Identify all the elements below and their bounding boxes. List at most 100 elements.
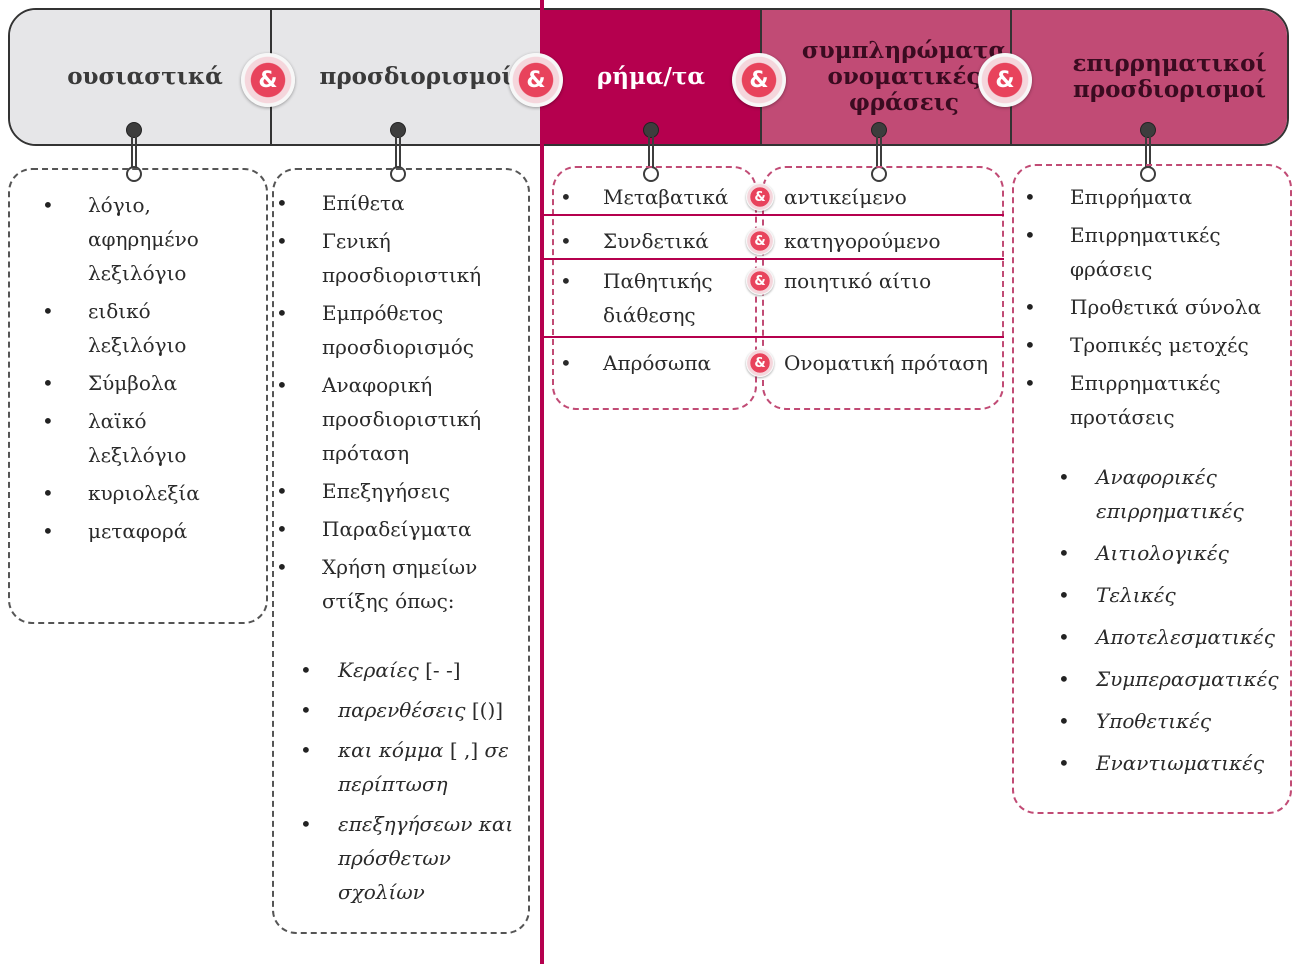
row-divider	[543, 336, 1004, 338]
list-item: Αιτιολογικές	[1058, 536, 1286, 570]
list-item-text: φράσεις	[1070, 257, 1153, 281]
list-item-text: λεξιλόγιο	[88, 443, 187, 467]
list-item-text: Επιρρηματικές	[1070, 371, 1221, 395]
list-item-text: προσδιοριστική	[322, 407, 482, 431]
nouns-box	[8, 168, 268, 624]
bullet: •	[560, 229, 572, 253]
list-item: Εμπρόθετος προσδιορισμός	[276, 296, 522, 364]
list-item-text: αφηρημένο	[88, 227, 199, 251]
list-item: Σύμβολα	[42, 366, 258, 400]
adverbials-list: ΕπιρρήματαΕπιρρηματικές φράσειςΠροθετικά …	[1024, 180, 1280, 438]
list-item-text: προσδιοριστική	[322, 263, 482, 287]
list-item-text: Χρήση σημείων	[322, 555, 478, 579]
ampersand-icon: &	[978, 53, 1032, 107]
list-item-text: στίξης όπως:	[322, 589, 455, 613]
header-verbs: ρήμα/τα	[542, 10, 760, 144]
connector-stem	[876, 136, 882, 172]
list-item-text: Κεραίες	[338, 658, 419, 682]
connector-dot	[126, 122, 142, 138]
list-item-text: λαϊκό	[88, 409, 147, 433]
list-item-text: πρόταση	[322, 441, 410, 465]
list-item-text: Σύμβολα	[88, 371, 178, 395]
verb-type-text: Παθητικής	[603, 269, 713, 293]
list-item: Αποτελεσματικές	[1058, 620, 1286, 654]
verb-type-label: Απρόσωπα	[603, 346, 711, 380]
header-adverbials: επιρρηματικοί προσδιορισμοί	[1010, 10, 1287, 144]
list-item: Επιρρήματα	[1024, 180, 1280, 214]
verb-type-text: Απρόσωπα	[603, 351, 711, 375]
list-item: παρενθέσεις [()]	[300, 693, 528, 727]
list-item-text: ειδικό	[88, 299, 151, 323]
header-nouns: ουσιαστικά	[10, 10, 270, 144]
verb-type-label: Μεταβατικά	[603, 180, 728, 214]
list-item-text: προσδιορισμός	[322, 335, 475, 359]
list-item-text: και κόμμα	[338, 738, 444, 762]
header-label: επιρρηματικοί	[1072, 50, 1267, 77]
complement-label: κατηγορούμενο	[784, 229, 941, 253]
connector-dot	[390, 122, 406, 138]
list-item-text: [()]	[465, 698, 504, 722]
ampersand-icon: &	[732, 53, 786, 107]
ampersand-icon: &	[509, 53, 563, 107]
ampersand-icon: &	[746, 183, 774, 211]
list-item: Εναντιωματικές	[1058, 746, 1286, 780]
complement-label: Ονοματική πρόταση	[784, 351, 988, 375]
modifiers-box	[272, 168, 530, 934]
bullet: •	[560, 351, 572, 375]
list-item-text: λεξιλόγιο	[88, 333, 187, 357]
list-item: Επιρρηματικές προτάσεις	[1024, 366, 1280, 434]
list-item: λαϊκό λεξιλόγιο	[42, 404, 258, 472]
header-label: ρήμα/τα	[596, 63, 706, 90]
list-item: Υποθετικές	[1058, 704, 1286, 738]
complement-label: αντικείμενο	[784, 185, 907, 209]
list-item: ειδικό λεξιλόγιο	[42, 294, 258, 362]
list-item-text: κυριολεξία	[88, 481, 200, 505]
list-item: λόγιο, αφηρημένο λεξιλόγιο	[42, 188, 258, 290]
list-item-text: Επίθετα	[322, 191, 405, 215]
list-item-text: Επιρρήματα	[1070, 185, 1193, 209]
connector-dot	[643, 122, 659, 138]
connector-stem	[131, 136, 137, 172]
list-item-text: Προθετικά σύνολα	[1070, 295, 1262, 319]
list-item: Προθετικά σύνολα	[1024, 290, 1280, 324]
ampersand-icon: &	[746, 227, 774, 255]
list-item-text: λεξιλόγιο	[88, 261, 187, 285]
list-item-text: μεταφορά	[88, 519, 188, 543]
list-item: Συμπερασματικές	[1058, 662, 1286, 696]
list-item-text: επεξηγήσεων και πρόσθετων σχολίων	[338, 812, 514, 904]
header-label: συμπληρώματα	[801, 37, 1007, 64]
connector-dot	[390, 166, 406, 182]
list-item-text: λόγιο,	[88, 193, 151, 217]
connector-stem	[1145, 136, 1151, 172]
bullet: •	[560, 269, 572, 293]
list-item: Παραδείγματα	[276, 512, 522, 546]
list-item: επεξηγήσεων και πρόσθετων σχολίων	[300, 807, 528, 909]
list-item-text: προτάσεις	[1070, 405, 1175, 429]
verb-type-text: Μεταβατικά	[603, 185, 729, 209]
list-item-text: Τροπικές μετοχές	[1070, 333, 1249, 357]
adverbials-box	[1012, 164, 1292, 814]
connector-dot	[126, 166, 142, 182]
row-divider	[543, 258, 1004, 260]
list-item: και κόμμα [ ,] σε περίπτωση	[300, 733, 528, 801]
header-label: προσδιορισμοί	[1073, 76, 1266, 103]
ampersand-icon: &	[241, 53, 295, 107]
connector-stem	[648, 136, 654, 172]
ampersand-icon: &	[746, 267, 774, 295]
header-label: ουσιαστικά	[67, 63, 223, 90]
list-item-text: Επιρρηματικές	[1070, 223, 1221, 247]
connector-dot	[1140, 122, 1156, 138]
list-item: Επεξηγήσεις	[276, 474, 522, 508]
list-item: Επιρρηματικές φράσεις	[1024, 218, 1280, 286]
verb-divider-line	[540, 0, 544, 964]
clause-types-list: Αναφορικές επιρρηματικέςΑιτιολογικέςΤελι…	[1058, 460, 1286, 788]
modifiers-list: ΕπίθεταΓενικήπροσδιοριστικήΕμπρόθετος προ…	[276, 186, 522, 622]
list-item-text: Εμπρόθετος	[322, 301, 444, 325]
connector-stem	[395, 136, 401, 172]
list-item: Κεραίες [- -]	[300, 653, 528, 687]
list-item-text: Παραδείγματα	[322, 517, 472, 541]
row-divider	[543, 214, 1004, 216]
list-item-text: Αναφορική	[322, 373, 433, 397]
